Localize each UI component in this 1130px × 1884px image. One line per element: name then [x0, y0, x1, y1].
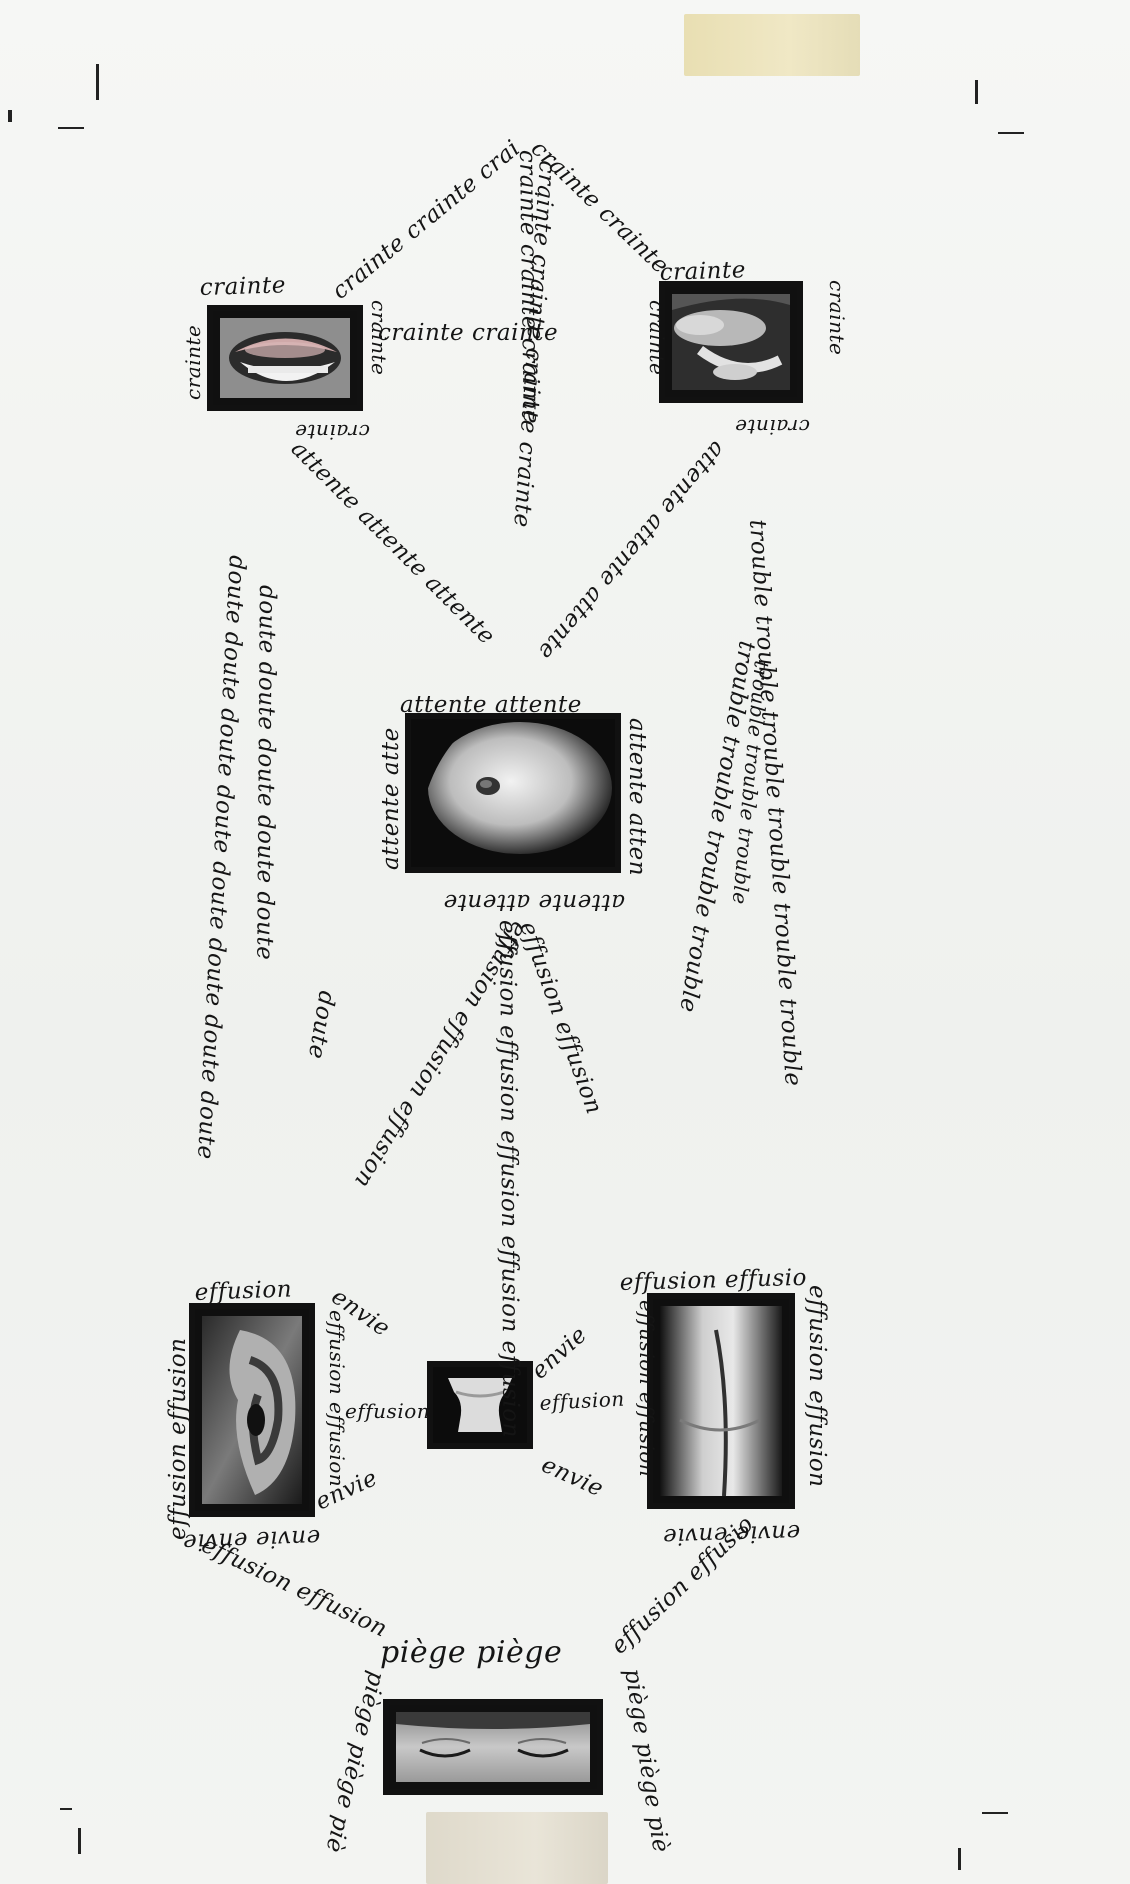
word-line-crainte: crainte crainte — [378, 320, 558, 346]
word-frame-effusion: effusion — [539, 1387, 625, 1415]
crop-mark — [8, 110, 12, 122]
word-frame-effusion: effusion — [345, 1399, 430, 1423]
word-line-crainte: crainte crainte crainte crainte — [508, 160, 560, 529]
word-frame-crainte: crainte — [645, 300, 669, 375]
word-frame-effusion: effusion effusion — [635, 1300, 659, 1477]
word-frame-effusion: effusion effusion — [325, 1310, 349, 1487]
word-line-doute: doute doute doute doute doute doute dout… — [192, 555, 250, 1161]
vase-photo — [427, 1361, 533, 1449]
word-frame-effusion: effusion — [194, 1276, 292, 1306]
word-frame-crainte: crainte — [295, 420, 370, 444]
word-line-trouble: trouble trouble trouble trouble trouble … — [744, 519, 806, 1088]
mouth-teeth-photo — [207, 305, 363, 411]
crop-mark — [958, 1848, 961, 1870]
word-line-doute: doute — [303, 989, 340, 1061]
word-line-crainte: crainte crainte crainte — [0, 0, 525, 305]
word-frame-crainte: crainte — [659, 257, 746, 286]
buttocks-photo — [647, 1293, 795, 1509]
crop-mark — [58, 127, 84, 129]
mouth-tongue-photo — [659, 281, 803, 403]
word-line-effusion: effusion effusion — [514, 918, 607, 1117]
word-lines: crainte crainte crainte crainte crainte … — [0, 0, 849, 1855]
crop-mark — [96, 64, 99, 100]
word-line-doute: doute doute doute doute doute — [251, 585, 280, 960]
word-line-envie: envie — [538, 1452, 608, 1503]
crop-mark — [998, 132, 1024, 134]
word-frame-attente: attente attente — [400, 692, 582, 718]
word-frame-crainte: crainte — [367, 300, 391, 375]
masking-tape-bottom — [426, 1812, 608, 1884]
belly-photo — [405, 713, 621, 873]
closed-eyes-photo — [383, 1699, 603, 1795]
crop-mark — [78, 1828, 81, 1854]
word-frame-crainte: crainte — [181, 325, 205, 400]
masking-tape-top — [684, 14, 860, 76]
crop-mark — [975, 80, 978, 104]
crop-mark — [982, 1812, 1008, 1814]
crop-mark — [60, 1808, 72, 1810]
word-frame-effusion: effusion effusion — [165, 1338, 191, 1541]
word-line-piege: piège piège piège — [0, 0, 389, 1855]
word-line-crainte: crainte crainte crainte — [514, 150, 544, 424]
word-frame-attente: attente attente — [443, 889, 625, 915]
ear-photo — [189, 1303, 315, 1517]
word-frame-envie: envie envie — [662, 1519, 800, 1549]
word-line-attente: attente attente attente — [286, 436, 500, 650]
word-frame-envie: envie envie — [182, 1524, 321, 1555]
word-line-attente: attente attente attente — [532, 436, 730, 665]
word-line-envie: envie — [527, 1322, 593, 1385]
word-frame-crainte: crainte — [199, 272, 286, 301]
word-frame-effusion: effusion effusion — [804, 1285, 830, 1488]
word-line-effusion: effusion effusion effusion effusion effu… — [494, 920, 524, 1438]
word-frame-crainte: crainte — [735, 415, 810, 439]
word-frame-piege: piège piège — [380, 1635, 562, 1670]
word-line-trouble: trouble trouble trouble — [728, 660, 774, 906]
word-frame-crainte: crainte — [825, 280, 849, 355]
